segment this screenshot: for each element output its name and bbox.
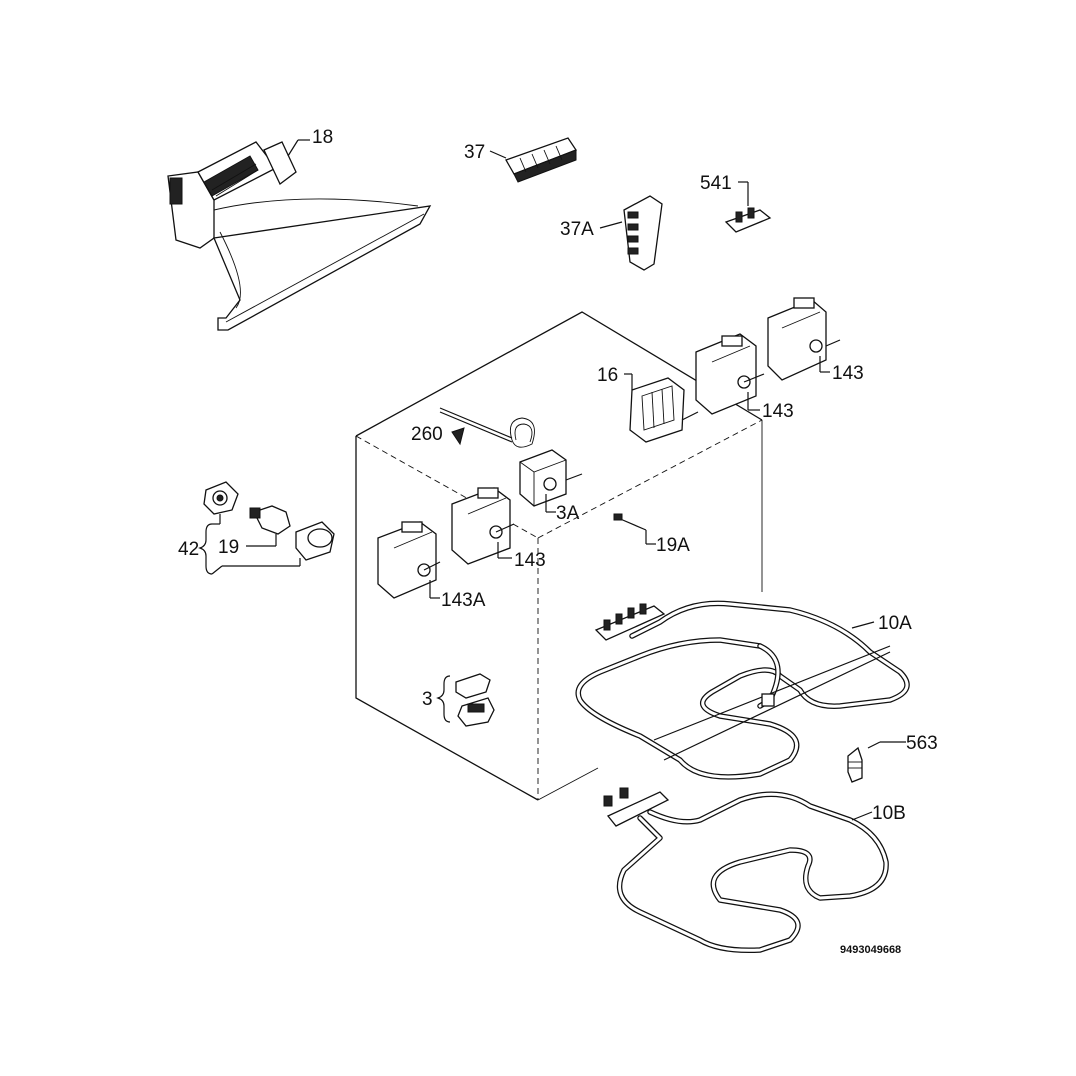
- label-10b: 10B: [872, 803, 906, 824]
- holder-part-3: 3: [422, 673, 495, 727]
- label-143-b: 143: [762, 401, 794, 422]
- connector-part-541: 541: [700, 173, 772, 233]
- energy-regulator-part-143-top: 143: [767, 297, 864, 384]
- energy-regulator-part-143-middle: 143: [695, 333, 794, 422]
- label-563: 563: [906, 733, 938, 754]
- label-3a: 3A: [556, 503, 580, 524]
- switch-part-16: 16: [597, 365, 699, 443]
- lamp-assembly-part-42: 42 19: [178, 481, 335, 575]
- screw-part-563: 563: [847, 733, 938, 783]
- label-37: 37: [464, 142, 485, 163]
- bottom-element-part-10b: 10B: [603, 787, 906, 954]
- terminal-strip-part-37a: 37A: [560, 195, 663, 271]
- sensor-part-19a: 19A: [613, 513, 690, 556]
- label-16: 16: [597, 365, 618, 386]
- label-143a: 143A: [441, 590, 486, 611]
- grill-element-part-10a: 10A: [575, 600, 912, 780]
- label-260: 260: [411, 424, 443, 445]
- label-19a: 19A: [656, 535, 690, 556]
- energy-regulator-part-143-centre: 143: [451, 487, 546, 571]
- label-37a: 37A: [560, 219, 594, 240]
- label-143-a: 143: [832, 363, 864, 384]
- label-541: 541: [700, 173, 732, 194]
- label-10a: 10A: [878, 613, 912, 634]
- label-42: 42: [178, 539, 199, 560]
- fan-duct-part-18: 18: [167, 127, 432, 331]
- thermostat-part-3a: 3A: [519, 449, 583, 524]
- terminal-block-part-37: 37: [464, 137, 577, 183]
- label-18: 18: [312, 127, 333, 148]
- label-3: 3: [422, 689, 433, 710]
- thermostat-sensor-part-260: 260: [411, 407, 535, 448]
- label-143-c: 143: [514, 550, 546, 571]
- energy-regulator-part-143a: 143A: [377, 521, 486, 611]
- label-19: 19: [218, 537, 239, 558]
- drawing-code: 9493049668: [840, 944, 901, 956]
